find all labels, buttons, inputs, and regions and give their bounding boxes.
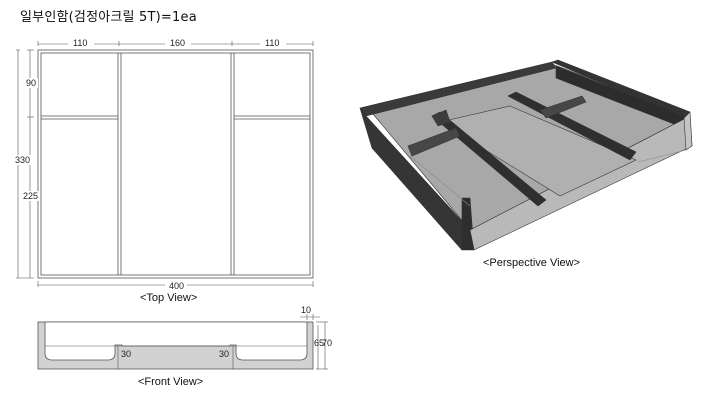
front-view-caption: <Front View> [138, 376, 204, 388]
dim-thickness: 10 [301, 305, 311, 315]
dim-slot-left: 30 [121, 349, 131, 359]
perspective-view-caption: <Perspective View> [483, 257, 581, 269]
divider-left [431, 111, 547, 207]
divider-right [507, 91, 637, 161]
dim-width-total: 400 [169, 281, 184, 291]
perspective-view [359, 59, 693, 251]
dim-slot-right: 30 [219, 349, 229, 359]
top-view-caption: <Top View> [140, 292, 198, 304]
dim-height-total-front: 70 [322, 338, 332, 348]
dim-height-bottom: 225 [23, 191, 38, 201]
top-view-inner-wall [40, 52, 311, 276]
dim-height-top: 90 [26, 78, 36, 88]
front-view [37, 314, 328, 370]
dim-height-inner: 65 [314, 338, 324, 348]
cross-divider-right [539, 95, 587, 119]
dim-width-left: 110 [73, 38, 87, 48]
top-view-outer-wall [37, 49, 314, 279]
dim-height-total: 330 [15, 155, 30, 165]
dim-width-middle: 160 [170, 38, 185, 48]
dim-width-right: 110 [265, 38, 279, 48]
cross-divider-left [407, 127, 461, 157]
page-title: 일부인함(검정아크릴 5T)=1ea [20, 10, 197, 25]
top-view [16, 41, 314, 287]
